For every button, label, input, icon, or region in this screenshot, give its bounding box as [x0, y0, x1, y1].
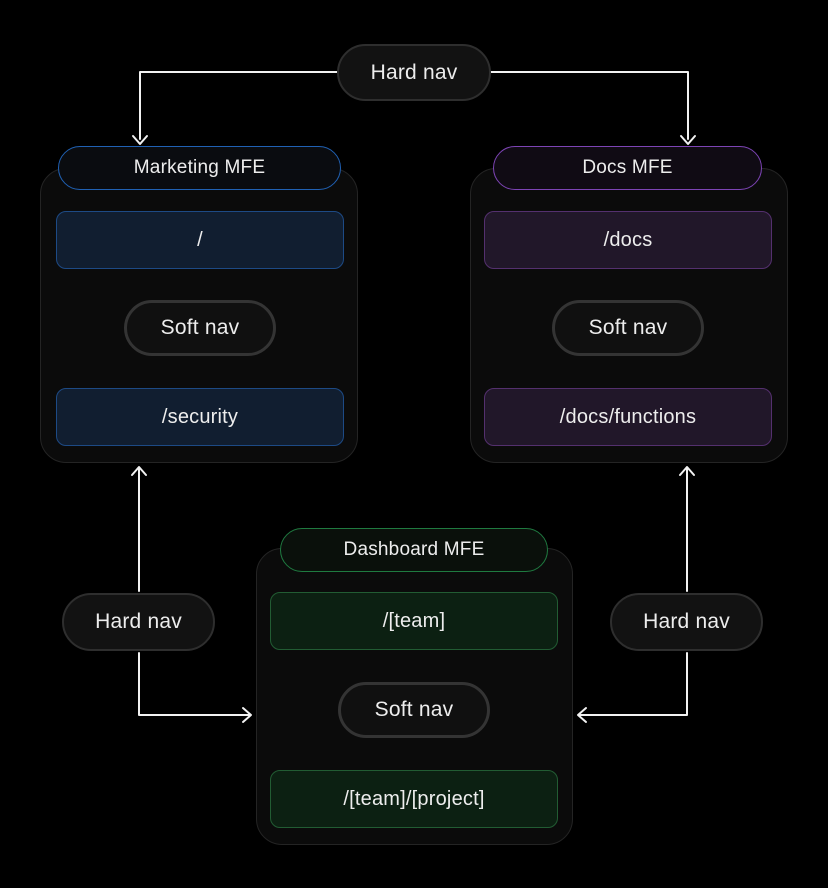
marketing-mfe-title: Marketing MFE	[133, 157, 266, 178]
hardnav-top-to-docs-arrow	[490, 71, 696, 145]
hardnav-right-to-docs-arrow	[679, 466, 695, 592]
marketing-route-security-label: /security	[161, 405, 239, 428]
docs-route-docs-label: /docs	[603, 228, 653, 251]
docs-soft-nav-label: Soft nav	[588, 316, 668, 339]
hard-nav-pill-left: Hard nav	[62, 593, 215, 651]
hard-nav-left-label: Hard nav	[95, 610, 182, 633]
dashboard-route-team-label: /[team]	[382, 609, 446, 632]
dashboard-mfe-title: Dashboard MFE	[343, 539, 485, 560]
dashboard-soft-nav-pill: Soft nav	[338, 682, 490, 738]
marketing-mfe-title-pill: Marketing MFE	[58, 146, 341, 190]
dashboard-mfe-title-pill: Dashboard MFE	[280, 528, 548, 572]
marketing-route-security: /security	[56, 388, 344, 446]
docs-mfe-title-pill: Docs MFE	[493, 146, 762, 190]
marketing-route-root-label: /	[197, 228, 203, 251]
marketing-soft-nav-pill: Soft nav	[124, 300, 276, 356]
dashboard-soft-nav-label: Soft nav	[374, 698, 454, 721]
docs-mfe-title: Docs MFE	[582, 157, 673, 178]
docs-route-docs: /docs	[484, 211, 772, 269]
hardnav-top-to-marketing-arrow	[132, 71, 338, 145]
docs-soft-nav-pill: Soft nav	[552, 300, 704, 356]
hard-nav-top-label: Hard nav	[370, 60, 458, 84]
dashboard-route-team: /[team]	[270, 592, 558, 650]
hardnav-left-to-marketing-arrow	[131, 466, 147, 592]
marketing-route-root: /	[56, 211, 344, 269]
hardnav-right-to-dashboard-arrow	[577, 652, 688, 723]
dashboard-route-project-label: /[team]/[project]	[343, 787, 485, 810]
hard-nav-right-label: Hard nav	[643, 610, 730, 633]
hard-nav-pill-right: Hard nav	[610, 593, 763, 651]
hardnav-left-to-dashboard-arrow	[138, 652, 252, 723]
docs-route-functions: /docs/functions	[484, 388, 772, 446]
docs-route-functions-label: /docs/functions	[559, 405, 697, 428]
marketing-soft-nav-label: Soft nav	[160, 316, 240, 339]
dashboard-route-project: /[team]/[project]	[270, 770, 558, 828]
hard-nav-pill-top: Hard nav	[337, 44, 491, 101]
